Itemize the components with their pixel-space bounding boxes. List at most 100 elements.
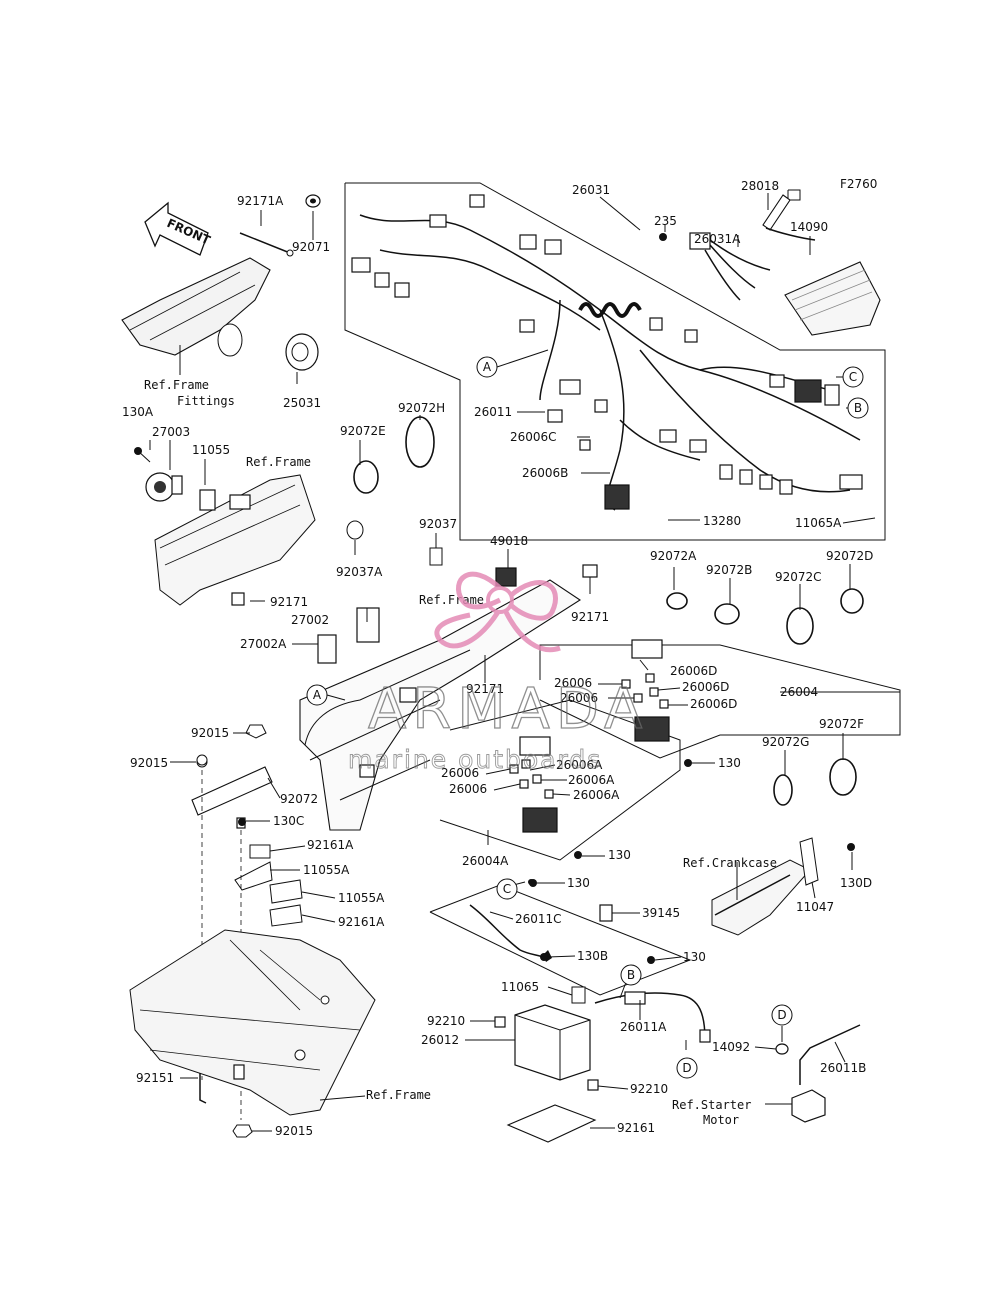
part-label: 26006B — [522, 466, 568, 480]
watermark: ARMADA marine outboards — [348, 571, 648, 774]
part-label: 11055A — [338, 891, 385, 905]
cable-26011a-drawing — [594, 991, 711, 1043]
part-label: 130D — [840, 876, 872, 890]
part-label: 92072 — [280, 792, 318, 806]
part-label: 26004A — [462, 854, 509, 868]
part-label: 92161A — [307, 838, 354, 852]
part-label: 130 — [718, 756, 741, 770]
cable-26011c-outline — [429, 884, 692, 996]
bracket-stack-drawing — [191, 724, 303, 1138]
part-label: 92072E — [340, 424, 386, 438]
part-label: 11065A — [795, 516, 842, 530]
fusebox-26004-drawing — [621, 639, 670, 742]
clamp-92072a-icon — [666, 592, 688, 610]
part-label: 92071 — [292, 240, 330, 254]
watermark-brand: ARMADA — [368, 677, 648, 742]
center-frame-drawing — [299, 579, 582, 831]
part-label: 11065 — [501, 980, 539, 994]
part-label: 26006A — [573, 788, 620, 802]
part-label: 26011C — [515, 912, 562, 926]
relay-27002-icon — [356, 607, 380, 643]
part-label: 235 — [654, 214, 677, 228]
part-label: 13280 — [703, 514, 741, 528]
bolt-130c-icon — [238, 818, 246, 826]
fusebox-26004a-drawing — [509, 736, 558, 833]
cap-39145-icon — [599, 904, 613, 922]
fusebox-26004-outline — [539, 644, 901, 759]
watermark-tagline: marine outboards — [348, 745, 602, 774]
clamp-92072d-icon — [840, 588, 864, 614]
part-label: 92161A — [338, 915, 385, 929]
bolt-130-a-icon — [684, 759, 692, 767]
outlet-25031-drawing — [285, 333, 319, 371]
part-label: 92072D — [826, 549, 873, 563]
ref-crankcase: Ref.Crankcase — [683, 856, 777, 870]
part-label: 92072G — [762, 735, 809, 749]
part-label: 27003 — [152, 425, 190, 439]
part-label: 26011B — [820, 1061, 866, 1075]
fusebox-26004a-outline — [439, 699, 681, 861]
clamp-92072h-icon — [405, 416, 435, 468]
tie-92171a-drawing — [239, 232, 294, 257]
clamp-92072f-icon — [829, 758, 857, 796]
bolt-130a-icon — [134, 447, 142, 455]
clip-92171-b-icon — [582, 564, 598, 578]
part-label: 92037A — [336, 565, 383, 579]
starter-motor-drawing — [775, 1024, 861, 1123]
part-label: 92072F — [819, 717, 864, 731]
part-label: 11055A — [303, 863, 350, 877]
part-label: 26031 — [572, 183, 610, 197]
part-label: 92072A — [650, 549, 697, 563]
cover-14090-drawing — [784, 261, 881, 336]
part-label: 92171A — [237, 194, 284, 208]
part-label: 92171 — [466, 682, 504, 696]
part-label: 130C — [273, 814, 304, 828]
svg-text:B: B — [627, 968, 635, 982]
part-label: 11055 — [192, 443, 230, 457]
callout-c-upper: C — [842, 366, 864, 388]
callout-d-right: D — [676, 1057, 698, 1079]
bolt-130-d-icon — [647, 956, 655, 964]
callout-a-upper: A — [476, 356, 498, 378]
bolt-130d-icon — [847, 843, 855, 851]
clamp-92072c-icon — [786, 607, 814, 645]
part-label: 92037 — [419, 517, 457, 531]
part-label: 26011 — [474, 405, 512, 419]
part-label: 39145 — [642, 906, 680, 920]
ref-starter-line1: Ref.Starter — [672, 1098, 751, 1112]
part-label: 92210 — [427, 1014, 465, 1028]
svg-text:A: A — [483, 360, 492, 374]
callout-c-lower: C — [496, 878, 518, 900]
clamp-92072e-icon — [353, 460, 379, 494]
clip-92037a-icon — [346, 520, 364, 540]
grommet-92071-drawing — [305, 194, 321, 208]
part-label: 27002A — [240, 637, 287, 651]
part-label: 26011A — [620, 1020, 667, 1034]
part-label: 26006A — [568, 773, 615, 787]
callout-d-starter: D — [771, 1004, 793, 1026]
part-label: 92015 — [191, 726, 229, 740]
part-label: 26006 — [560, 691, 598, 705]
bolt-130b-icon — [540, 953, 548, 961]
part-label: 26006D — [690, 697, 737, 711]
relay-49018-icon — [495, 567, 517, 587]
callout-b-upper: B — [847, 397, 869, 419]
part-label: 28018 — [741, 179, 779, 193]
part-label: 26012 — [421, 1033, 459, 1047]
clamp-92072b-icon — [714, 603, 740, 625]
part-label: 26006 — [449, 782, 487, 796]
part-label: 14090 — [790, 220, 828, 234]
bolt-130-c-icon — [529, 879, 537, 887]
part-label: 27002 — [291, 613, 329, 627]
part-label: 26006C — [510, 430, 557, 444]
part-label: 26004 — [780, 685, 818, 699]
callout-b-lower: B — [620, 964, 642, 986]
part-label: 92072C — [775, 570, 822, 584]
front-arrow-icon: FRONT — [144, 201, 213, 256]
part-label: 26006 — [554, 676, 592, 690]
callout-a-lower: A — [306, 684, 328, 706]
part-label: 130A — [122, 405, 154, 419]
ref-frame-a: Ref.Frame — [246, 455, 311, 469]
part-label: 130 — [567, 876, 590, 890]
